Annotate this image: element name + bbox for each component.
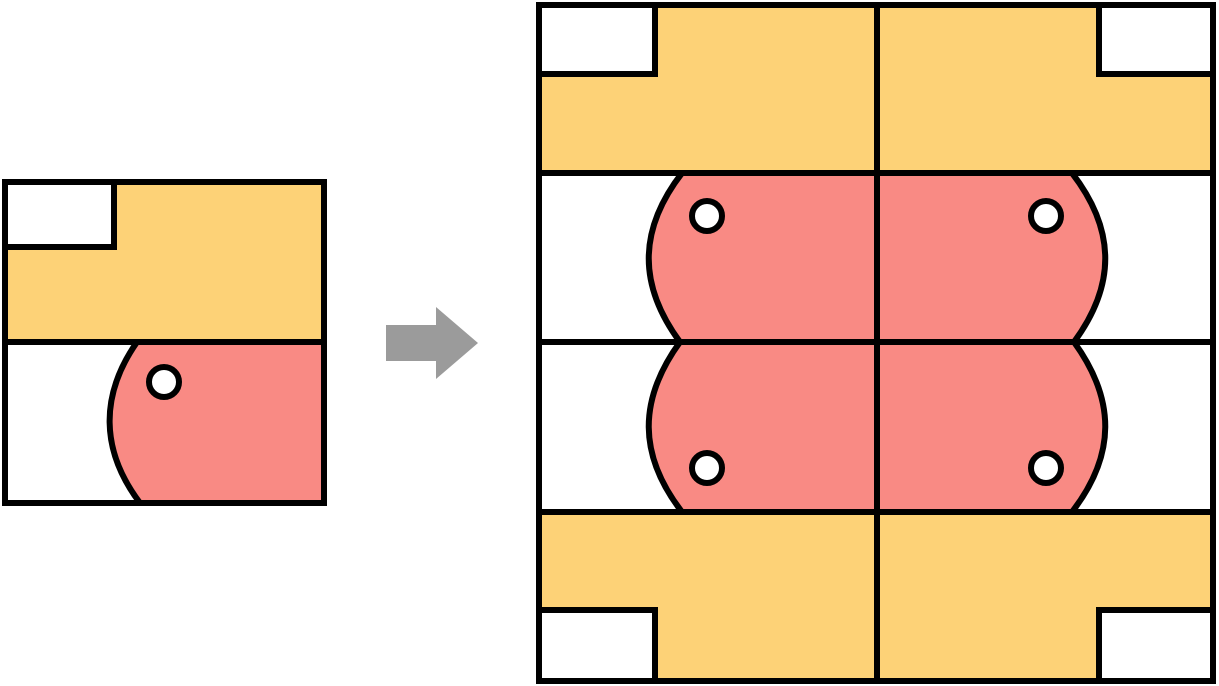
result-red-upper-left: [645, 170, 880, 345]
result-hole-lower-right: [1028, 450, 1064, 486]
mirrored-result: [536, 2, 1216, 684]
result-red-upper-right: [874, 170, 1109, 345]
source-red-lobe: [106, 339, 327, 506]
source-tile-outline: [2, 179, 327, 506]
source-tile: [2, 179, 327, 506]
result-hole-lower-left: [689, 450, 725, 486]
result-hole-upper-left: [689, 198, 725, 234]
result-outline: [536, 2, 1216, 684]
right-arrow-icon: [386, 307, 478, 379]
result-red-lower-left: [645, 339, 880, 515]
result-hole-upper-right: [1028, 198, 1064, 234]
source-hole: [146, 364, 182, 400]
result-red-lower-right: [874, 339, 1109, 515]
arrow-shape: [386, 307, 478, 379]
